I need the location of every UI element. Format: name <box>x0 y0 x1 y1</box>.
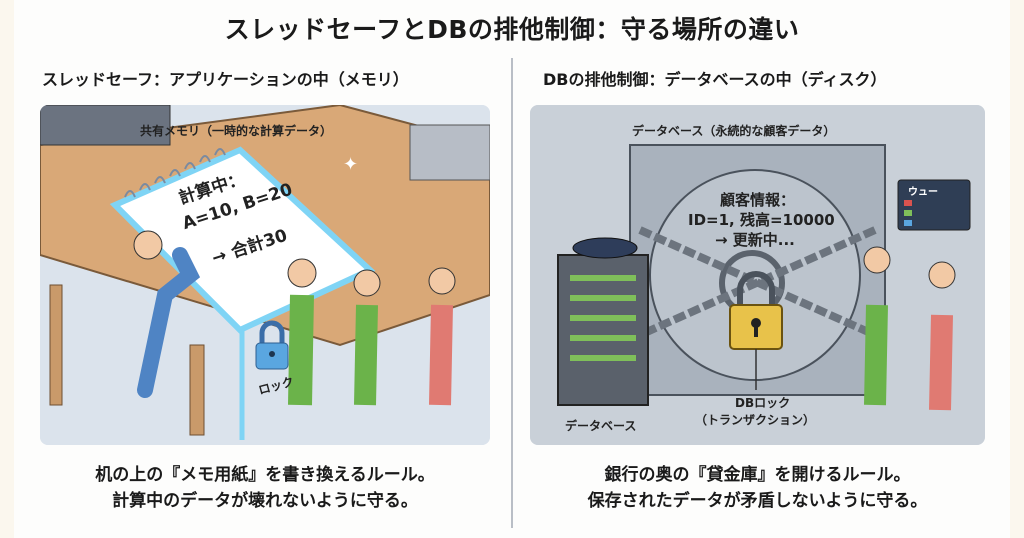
vault-line: → 更新中... <box>715 231 795 249</box>
vault-scene <box>530 105 985 445</box>
vault-line: 顧客情報： <box>720 191 796 209</box>
chains <box>638 226 877 339</box>
lock-icon <box>255 320 289 370</box>
caption-line: 銀行の奥の『貸金庫』を開けるルール。 <box>604 465 911 485</box>
right-caption: 銀行の奥の『貸金庫』を開けるルール。 保存されたデータが矛盾しないように守る。 <box>530 462 985 514</box>
db-lock-illustration: データベース（永続的な顧客データ） 顧客情報： ID=1, 残高=10000 →… <box>530 105 985 445</box>
box <box>409 124 490 181</box>
right-heading: DBの排他制御：データベースの中（ディスク） <box>543 70 887 89</box>
desk-leg <box>189 344 205 436</box>
shared-memory-label: 共有メモリ（一時的な計算データ） <box>140 124 333 138</box>
person-pink <box>429 304 453 406</box>
vault-line: ID=1, 残高=10000 <box>688 211 835 229</box>
sparkle-icon: ✦ <box>343 154 358 175</box>
desk-scene: ✦ <box>40 105 490 445</box>
desk-leg <box>49 284 63 406</box>
caption-line: 机の上の『メモ用紙』を書き換えるルール。 <box>95 465 435 485</box>
left-caption: 机の上の『メモ用紙』を書き換えるルール。 計算中のデータが壊れないように守る。 <box>40 462 490 514</box>
left-heading: スレッドセーフ：アプリケーションの中（メモリ） <box>42 70 409 89</box>
server-lights <box>570 275 636 361</box>
person-green <box>864 304 888 406</box>
status-screen <box>897 179 971 231</box>
server-label: データベース <box>565 419 637 433</box>
writing-person <box>137 247 201 398</box>
thread-safe-illustration: ✦ 共有メモリ（一時的な計算データ） 計算中： A=10, B=20 → 合計3… <box>40 105 490 445</box>
db-lock-label: （トランザクション） <box>695 413 816 427</box>
monitor-icon <box>40 105 171 146</box>
person-pink <box>929 314 953 411</box>
divider <box>511 58 513 528</box>
database-area-label: データベース（永続的な顧客データ） <box>632 124 836 138</box>
padlock-icon <box>729 271 783 350</box>
person-green <box>354 304 378 406</box>
screen-label: ウュー <box>908 187 938 198</box>
person-head <box>133 230 163 260</box>
caption-line: 計算中のデータが壊れないように守る。 <box>112 491 418 511</box>
caption-line: 保存されたデータが矛盾しないように守る。 <box>587 491 928 511</box>
page-title: スレッドセーフとDBの排他制御：守る場所の違い <box>224 15 800 44</box>
police-cap-icon <box>572 237 638 259</box>
spiral-binding-icon <box>124 148 226 198</box>
person-green <box>288 294 314 406</box>
db-lock-label: DBロック <box>735 396 791 410</box>
